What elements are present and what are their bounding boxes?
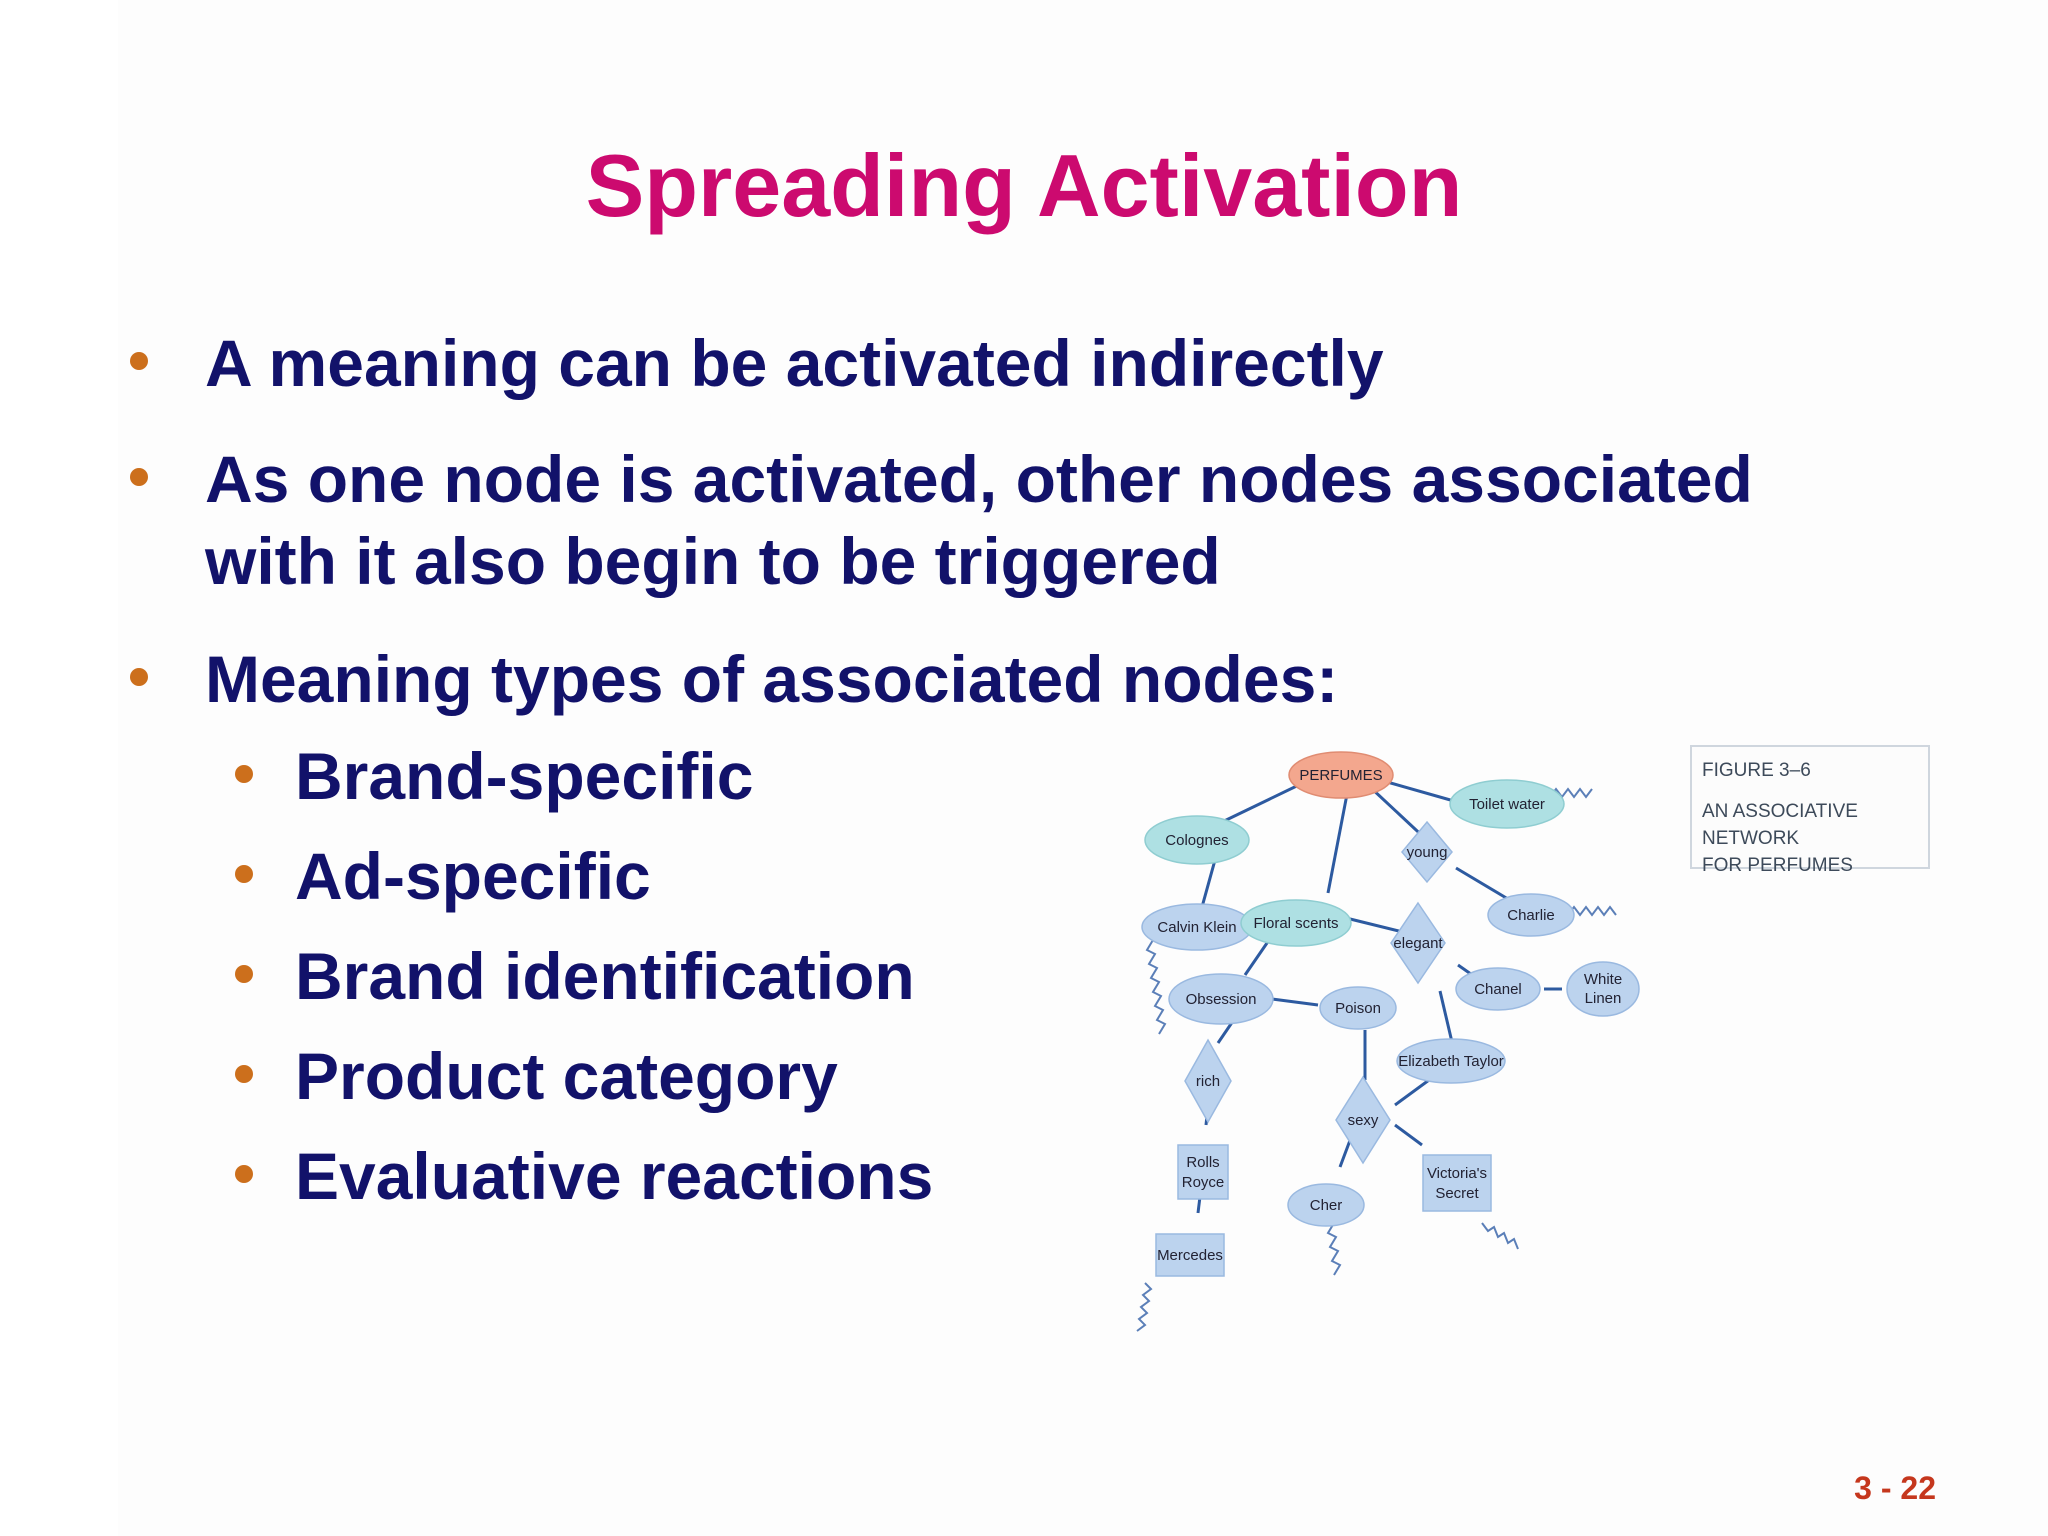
slide-number: 3 - 22 [1854,1470,1936,1506]
bullet-dot [235,865,253,883]
svg-text:Poison: Poison [1335,1000,1381,1017]
squiggle-victoriassecret [1481,1222,1519,1250]
node-poison: Poison [1319,986,1397,1030]
svg-text:Obsession: Obsession [1186,991,1257,1008]
svg-text:Chanel: Chanel [1474,981,1522,998]
svg-text:Colognes: Colognes [1165,832,1228,849]
sub-bullet-item: Product category [235,1035,838,1117]
edge-obsession-poison [1271,997,1319,1007]
svg-text:Floral scents: Floral scents [1253,915,1338,932]
node-perfumes: PERFUMES [1288,751,1394,799]
bullet-dot [235,1165,253,1183]
node-obsession: Obsession [1168,973,1274,1025]
svg-text:Charlie: Charlie [1507,907,1555,924]
figure-caption-line: FOR PERFUMES [1702,855,1853,876]
sub-bullet-item: Brand-specific [235,735,754,817]
edge-perfumes-colognes [1219,780,1306,825]
edge-perfumes-floral [1326,788,1350,894]
node-young: young [1401,820,1453,884]
bullet-dot [130,668,148,686]
figure-caption-line: AN ASSOCIATIVE NETWORK [1702,801,1858,849]
figure-number: FIGURE 3–6 [1702,760,1811,781]
svg-text:rich: rich [1196,1073,1220,1090]
edge-young-charlie [1455,866,1509,901]
svg-text:Linen: Linen [1585,990,1622,1007]
sub-bullet-text: Product category [295,1039,838,1113]
sub-bullet-item: Evaluative reactions [235,1135,934,1217]
bullet-dot [130,468,148,486]
svg-text:Victoria's: Victoria's [1427,1165,1487,1182]
node-mercedes: Mercedes [1155,1233,1225,1277]
sub-bullet-text: Ad-specific [295,839,651,913]
bullet-item: Meaning types of associated nodes: [130,638,1339,720]
bullet-text-line: with it also begin to be triggered [205,524,1221,598]
bullet-dot [235,1065,253,1083]
svg-text:Calvin Klein: Calvin Klein [1157,919,1236,936]
svg-text:Cher: Cher [1310,1197,1343,1214]
figure-caption: FIGURE 3–6 AN ASSOCIATIVE NETWORK FOR PE… [1690,745,1930,876]
edge-colognes-calvinklein [1200,859,1217,908]
svg-text:sexy: sexy [1348,1112,1379,1129]
sub-bullet-item: Brand identification [235,935,915,1017]
node-cher: Cher [1287,1183,1365,1227]
associative-network-diagram: PERFUMES Colognes Toilet water young Cal… [1136,751,1640,1332]
svg-text:Rolls: Rolls [1186,1154,1219,1171]
svg-text:Elizabeth Taylor: Elizabeth Taylor [1398,1053,1504,1070]
bullet-dot [235,965,253,983]
node-floral-scents: Floral scents [1240,899,1352,947]
sub-bullet-text: Brand identification [295,939,915,1013]
node-rich: rich [1184,1038,1232,1124]
squiggle-mercedes [1136,1282,1153,1332]
bullet-text-line: As one node is activated, other nodes as… [205,442,1753,516]
edge-sexy-victoriassecret [1394,1123,1423,1147]
svg-text:young: young [1407,844,1448,861]
bullet-text: Meaning types of associated nodes: [205,642,1339,716]
bullet-dot [130,352,148,370]
svg-text:Mercedes: Mercedes [1157,1247,1223,1264]
squiggle-calvinklein [1145,939,1167,1035]
node-charlie: Charlie [1487,893,1575,937]
slide-title: Spreading Activation [585,136,1463,235]
node-elizabeth-taylor: Elizabeth Taylor [1396,1038,1506,1084]
node-chanel: Chanel [1455,967,1541,1011]
svg-text:White: White [1584,971,1622,988]
node-calvin-klein: Calvin Klein [1141,903,1253,951]
bullet-item: A meaning can be activated indirectly [130,322,1384,404]
svg-text:Toilet water: Toilet water [1469,796,1545,813]
svg-text:PERFUMES: PERFUMES [1299,767,1382,784]
node-white-linen: White Linen [1566,961,1640,1017]
svg-text:Secret: Secret [1435,1185,1479,1202]
sub-bullet-item: Ad-specific [235,835,651,917]
sub-bullet-text: Evaluative reactions [295,1139,934,1213]
edge-obsession-rich [1216,1020,1235,1044]
sub-bullet-text: Brand-specific [295,739,754,813]
bullet-dot [235,765,253,783]
bullet-text: A meaning can be activated indirectly [205,326,1384,400]
node-victorias-secret: Victoria's Secret [1422,1154,1492,1212]
node-colognes: Colognes [1144,815,1250,865]
node-toilet-water: Toilet water [1449,779,1565,829]
svg-text:Royce: Royce [1182,1174,1225,1191]
bullet-item: As one node is activated, other nodes as… [130,438,1753,602]
node-elegant: elegant [1390,901,1446,985]
svg-text:elegant: elegant [1393,935,1443,952]
node-rolls-royce: Rolls Royce [1177,1144,1229,1200]
node-sexy: sexy [1335,1075,1391,1165]
